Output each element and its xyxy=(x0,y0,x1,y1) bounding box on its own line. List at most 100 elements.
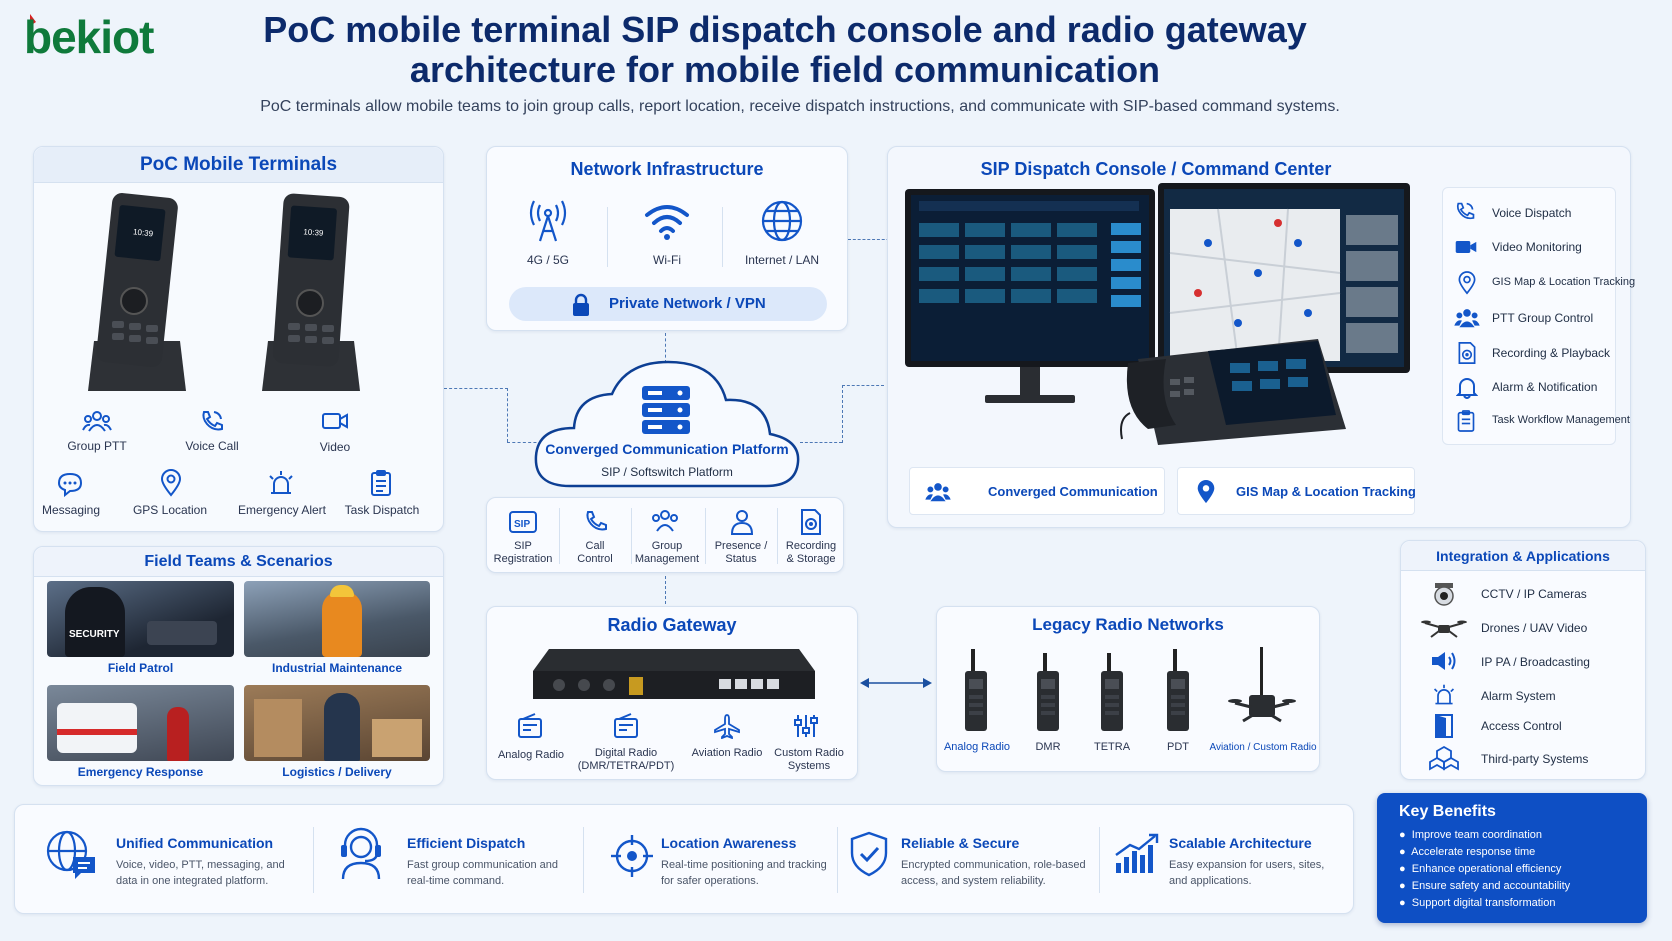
benefit-title: Scalable Architecture xyxy=(1169,835,1312,851)
crosshair-icon xyxy=(611,835,653,877)
feature-label: Messaging xyxy=(41,503,101,517)
module-label: Recording& Storage xyxy=(785,540,837,565)
wifi-icon xyxy=(645,205,689,240)
phone-icon xyxy=(1456,202,1475,220)
page-title: PoC mobile terminal SIP dispatch console… xyxy=(240,10,1330,90)
scene-label: Field Patrol xyxy=(107,661,174,675)
dispatch-feature: Video Monitoring xyxy=(1492,240,1582,254)
clipboard-icon xyxy=(371,470,391,496)
server-icon xyxy=(642,386,690,434)
globe-icon xyxy=(761,200,803,242)
drone-icon xyxy=(1421,620,1467,638)
legacy-radio-label: Analog Radio xyxy=(943,741,1011,753)
legacy-title: Legacy Radio Networks xyxy=(1032,615,1224,634)
clipboard-icon xyxy=(1457,410,1475,432)
alarm-icon xyxy=(269,471,293,494)
chip-label: GIS Map & Location Tracking xyxy=(1236,484,1416,499)
headset-icon xyxy=(341,827,381,880)
dispatch-feature: Voice Dispatch xyxy=(1492,206,1572,220)
integration-item: CCTV / IP Cameras xyxy=(1481,587,1587,601)
chip-label: Converged Communication xyxy=(988,484,1158,499)
key-benefits-title: Key Benefits xyxy=(1399,803,1496,820)
check-circle-icon: ● xyxy=(1399,846,1406,858)
dispatch-feature: Task Workflow Management xyxy=(1492,414,1630,426)
scene-industrial-maintenance xyxy=(244,581,430,657)
gateway-label: Aviation Radio xyxy=(691,747,763,759)
gis-map-chip: GIS Map & Location Tracking xyxy=(1177,467,1416,515)
radio-gateway-panel: Radio Gateway Analog Radio Digital Radio… xyxy=(486,606,858,780)
handset-2-time: 10:39 xyxy=(303,227,324,237)
network-label: Wi-Fi xyxy=(653,253,681,267)
dispatch-panel: SIP Dispatch Console / Command Center Vo… xyxy=(887,146,1635,528)
scene-emergency-response xyxy=(47,685,234,761)
integration-panel: Integration & Applications CCTV / IP Cam… xyxy=(1400,540,1646,780)
legacy-radio-label: PDT xyxy=(1167,741,1189,753)
scene-label: Industrial Maintenance xyxy=(271,661,403,675)
dispatch-monitor-2 xyxy=(1158,183,1410,373)
check-circle-icon: ● xyxy=(1399,897,1406,909)
benefits-strip: Unified Communication Voice, video, PTT,… xyxy=(14,804,1354,914)
gateway-label: Digital Radio(DMR/TETRA/PDT) xyxy=(577,747,675,772)
legacy-radio-label: Aviation / Custom Radio xyxy=(1209,742,1317,753)
logo-text: bekiot xyxy=(24,11,154,63)
vpn-bar: Private Network / VPN xyxy=(509,287,827,321)
recording-icon xyxy=(801,509,821,535)
user-icon xyxy=(730,510,754,535)
poc-handset-1: 10:39 xyxy=(88,193,186,391)
camera-icon xyxy=(1434,583,1454,606)
shield-icon xyxy=(850,831,888,877)
tetra-radio-icon xyxy=(1101,653,1123,731)
feature-label: Group PTT xyxy=(67,439,127,453)
integration-title: Integration & Applications xyxy=(1401,541,1645,571)
field-scenarios-panel: Field Teams & Scenarios SECURITY Field P… xyxy=(33,546,444,786)
benefit-title: Unified Communication xyxy=(116,835,274,851)
scene-label: Emergency Response xyxy=(77,765,204,779)
handset-1-time: 10:39 xyxy=(133,227,154,238)
check-circle-icon: ● xyxy=(1399,880,1406,892)
benefit-title: Reliable & Secure xyxy=(901,835,1020,851)
globe-chat-icon xyxy=(46,830,95,879)
benefit-title: Location Awareness xyxy=(661,835,797,851)
poc-terminals-title: PoC Mobile Terminals xyxy=(34,147,443,183)
platform-subtitle: SIP / Softswitch Platform xyxy=(601,465,733,479)
module-label: Presence /Status xyxy=(714,540,768,565)
key-benefit-item: ● Accelerate response time xyxy=(1399,846,1536,858)
feature-label: GPS Location xyxy=(132,503,208,517)
scene-logistics-delivery xyxy=(244,685,430,761)
speaker-icon xyxy=(1432,652,1456,670)
logo-mark-icon xyxy=(30,14,36,26)
recording-icon xyxy=(1458,342,1476,364)
key-benefit-item: ● Improve team coordination xyxy=(1399,829,1543,841)
integration-item: Third-party Systems xyxy=(1481,752,1589,766)
key-benefits-box: Key Benefits ● Improve team coordination… xyxy=(1377,793,1647,923)
vpn-label: Private Network / VPN xyxy=(609,295,766,312)
desk-ip-phone xyxy=(1120,339,1346,445)
video-icon xyxy=(322,413,348,429)
lock-icon xyxy=(573,293,589,316)
dispatch-feature: PTT Group Control xyxy=(1492,311,1594,325)
benefit-desc: Easy expansion for users, sites,and appl… xyxy=(1169,859,1325,887)
integration-item: Access Control xyxy=(1481,719,1562,733)
alarm-icon xyxy=(1433,684,1455,705)
page-subtitle: PoC terminals allow mobile teams to join… xyxy=(260,98,1340,115)
location-icon xyxy=(1197,480,1215,504)
radio-icon xyxy=(518,713,542,738)
network-label: 4G / 5G xyxy=(526,253,570,267)
dispatch-feature-list xyxy=(1442,187,1616,445)
dmr-radio-icon xyxy=(1037,653,1059,731)
dispatch-feature: Recording & Playback xyxy=(1492,346,1611,360)
antenna-icon xyxy=(529,200,567,242)
legacy-radio-panel: Legacy Radio Networks Analog Radio DMR T… xyxy=(936,606,1320,772)
platform-title: Converged Communication Platform xyxy=(545,441,789,457)
title-line-1: PoC mobile terminal SIP dispatch console… xyxy=(263,9,1307,50)
pdt-radio-icon xyxy=(1167,649,1189,731)
network-label: Internet / LAN xyxy=(744,253,820,267)
